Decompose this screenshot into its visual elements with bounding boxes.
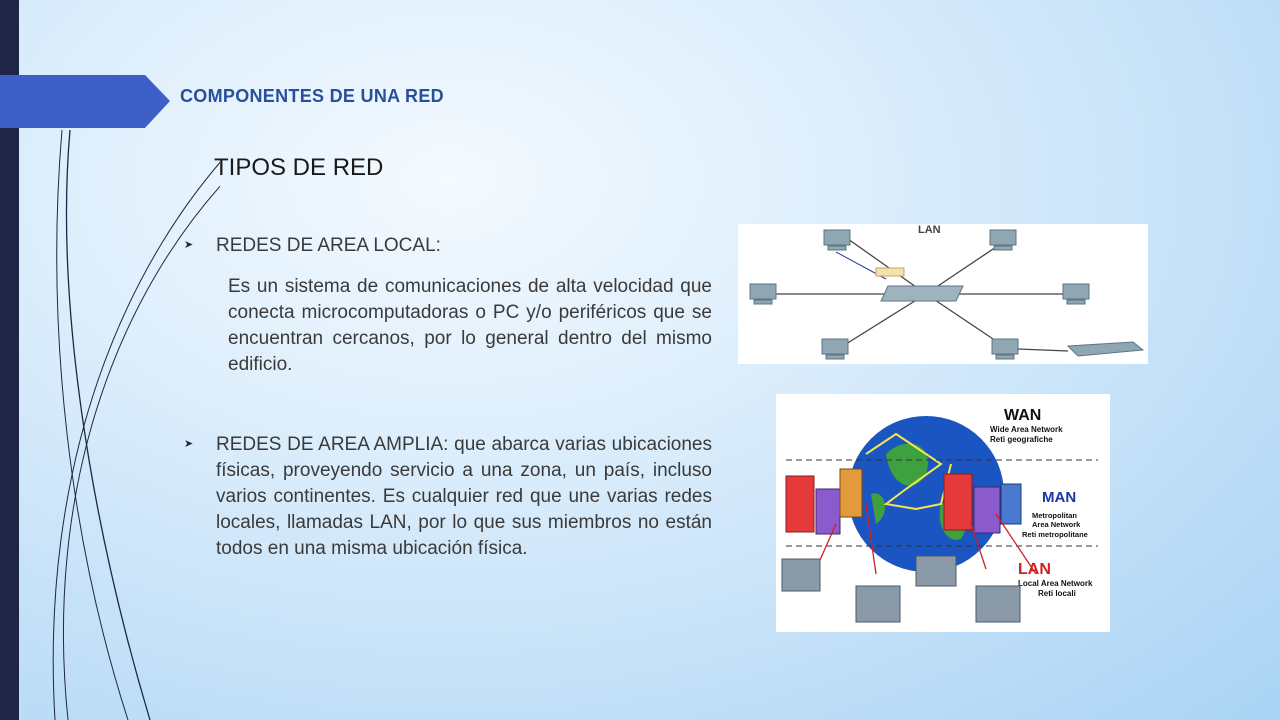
lan-label: LAN bbox=[1018, 561, 1051, 578]
arrow-bullet-icon: ➤ bbox=[184, 438, 194, 450]
man-english-label-1: Metropolitan bbox=[1032, 511, 1077, 520]
wan-label: WAN bbox=[1004, 407, 1041, 424]
wan-italian-label: Reti geografiche bbox=[990, 435, 1053, 444]
bullet1-heading: REDES DE AREA LOCAL: bbox=[216, 235, 441, 256]
lan-italian-label: Reti locali bbox=[1038, 589, 1076, 598]
left-sidebar-band bbox=[0, 0, 19, 720]
bullet1-paragraph: Es un sistema de comunicaciones de alta … bbox=[228, 276, 712, 375]
man-label: MAN bbox=[1042, 489, 1076, 506]
decorative-swoosh-lines bbox=[52, 129, 220, 720]
man-english-label-2: Area Network bbox=[1032, 520, 1081, 529]
man-italian-label: Reti metropolitane bbox=[1022, 530, 1088, 539]
wan-man-lan-diagram-image: WAN Wide Area Network Reti geografiche M… bbox=[776, 394, 1110, 632]
wan-english-label: Wide Area Network bbox=[990, 425, 1063, 434]
arrow-bullet-icon: ➤ bbox=[184, 239, 194, 251]
slide-title: COMPONENTES DE UNA RED bbox=[180, 86, 444, 106]
lan-english-label: Local Area Network bbox=[1018, 579, 1093, 588]
slide-subtitle: TIPOS DE RED bbox=[214, 154, 384, 181]
lan-diagram-label: LAN bbox=[918, 224, 941, 236]
bullet2-paragraph: REDES DE AREA AMPLIA: que abarca varias … bbox=[216, 434, 712, 559]
header-accent-tab bbox=[0, 75, 170, 128]
lan-diagram-image: LAN bbox=[738, 224, 1148, 364]
